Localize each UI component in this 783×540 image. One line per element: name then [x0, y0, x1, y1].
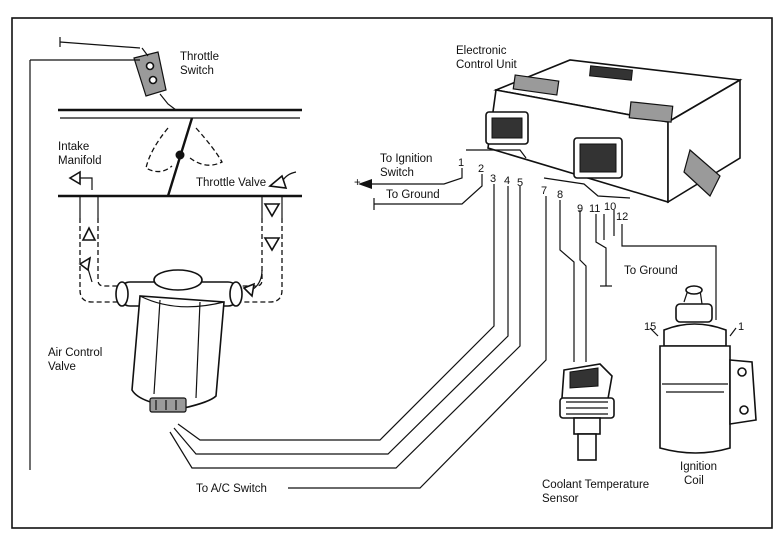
throttle-valve-shaft [145, 117, 223, 197]
coolant-sensor-label-1: Coolant Temperature [542, 479, 649, 491]
pin-number: 2 [478, 163, 484, 175]
pin-number: 12 [616, 211, 628, 223]
ignition-coil-label-1: Ignition [680, 461, 717, 473]
pin-number: 11 [589, 203, 600, 215]
coil-terminal-15: 15 [644, 321, 656, 333]
airflow-arrows [68, 170, 297, 298]
ignition-coil [649, 285, 757, 454]
electronic-control-unit [485, 59, 743, 204]
intake-manifold-label-2: Manifold [58, 155, 101, 167]
pin-number: 9 [577, 203, 583, 215]
air-control-valve [115, 269, 243, 413]
throttle-switch-label-1: Throttle [180, 51, 219, 63]
coolant-sensor-label-2: Sensor [542, 493, 579, 505]
ecu-harness [169, 149, 717, 489]
coolant-temperature-sensor [559, 363, 615, 461]
pin-number: 7 [541, 185, 547, 197]
air-control-valve-label-1: Air Control [48, 347, 102, 359]
ecu-label-1: Electronic [456, 45, 507, 57]
ecu-label-2: Control Unit [456, 59, 518, 71]
throttle-switch-label-2: Switch [180, 65, 214, 77]
ignition-coil-label-2: Coil [684, 475, 704, 487]
plus-sign: + [354, 177, 361, 189]
pin-number: 3 [490, 173, 496, 185]
pin-number: 5 [517, 177, 523, 189]
throttle-switch [29, 37, 177, 470]
pin-number: 10 [604, 201, 616, 213]
to-ac-switch-label: To A/C Switch [196, 483, 267, 495]
pin-number: 4 [504, 175, 510, 187]
throttle-valve-label: Throttle Valve [196, 177, 266, 189]
pin-number: 8 [557, 189, 563, 201]
to-ground-label-2: To Ground [624, 265, 678, 277]
coil-terminal-1: 1 [738, 321, 744, 333]
to-ground-label-1: To Ground [386, 189, 440, 201]
to-ignition-switch-label-1: To Ignition [380, 153, 432, 165]
air-control-valve-label-2: Valve [48, 361, 76, 373]
to-ignition-switch-label-2: Switch [380, 167, 414, 179]
diagram-frame [11, 17, 773, 529]
intake-manifold [58, 194, 302, 303]
pin-number: 1 [458, 157, 464, 169]
intake-manifold-label-1: Intake [58, 141, 89, 153]
